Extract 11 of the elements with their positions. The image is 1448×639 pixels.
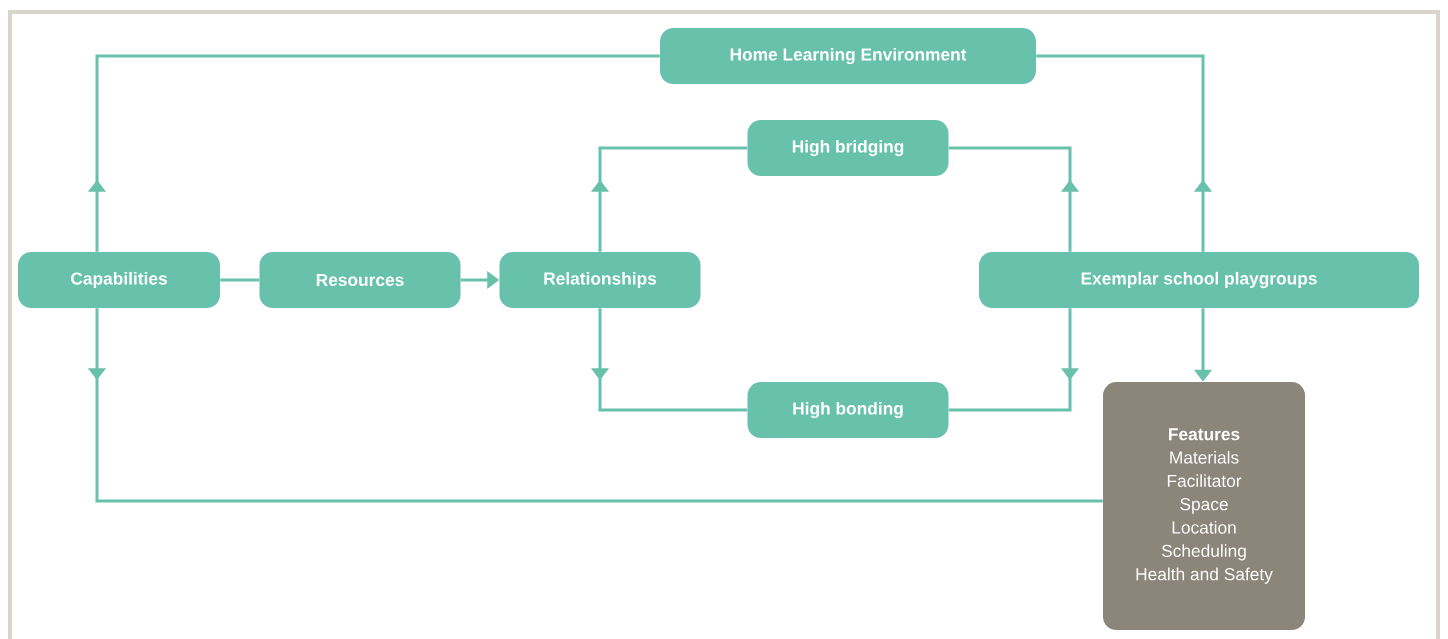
process-box: Capabilities bbox=[18, 252, 220, 308]
features-box: Features Materials Facilitator Space Location Scheduling Health and Safety bbox=[1103, 382, 1305, 630]
process-box: Home Learning Environment bbox=[660, 28, 1036, 84]
process-box: High bridging bbox=[747, 120, 949, 176]
arrow bbox=[948, 308, 1080, 412]
process-box: Resources bbox=[259, 252, 461, 308]
arrow bbox=[87, 54, 660, 252]
process-box: Exemplar school playgroups bbox=[979, 252, 1419, 308]
arrow bbox=[590, 146, 748, 252]
process-box: High bonding bbox=[747, 382, 949, 438]
process-box: Relationships bbox=[499, 252, 701, 308]
